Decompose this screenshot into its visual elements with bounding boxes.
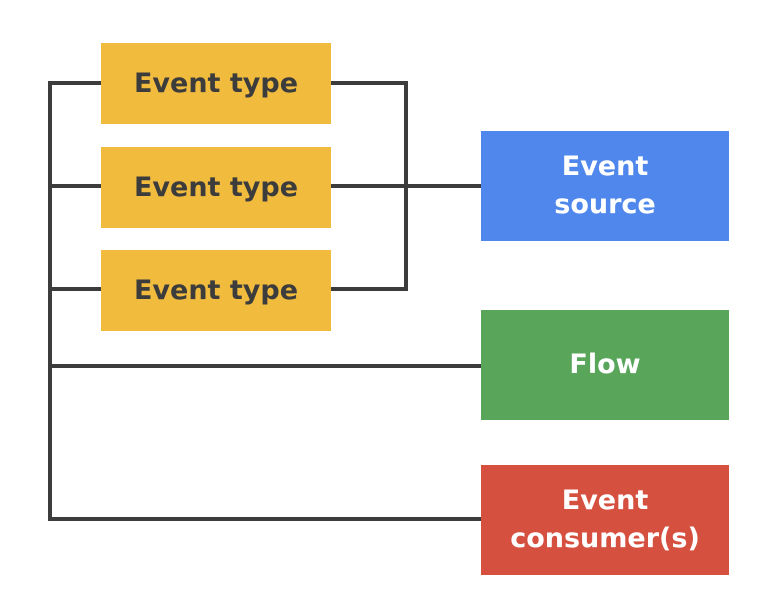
event-type-box-3: Event type [101,250,331,331]
event-consumers-label-line2: consumer(s) [510,523,700,554]
event-type-box-2: Event type [101,147,331,228]
event-source-label-line1: Event [561,151,649,182]
event-type-label: Event type [133,275,299,306]
event-type-box-1: Event type [101,43,331,124]
flow-label: Flow [569,349,641,380]
event-consumers-label-line1: Event [561,485,649,516]
event-consumers-box: Event consumer(s) [481,465,729,575]
event-type-label: Event type [133,172,299,203]
event-source-box: Event source [481,131,729,241]
event-source-label-line2: source [554,189,656,220]
flow-box: Flow [481,310,729,420]
event-type-label: Event type [133,68,299,99]
